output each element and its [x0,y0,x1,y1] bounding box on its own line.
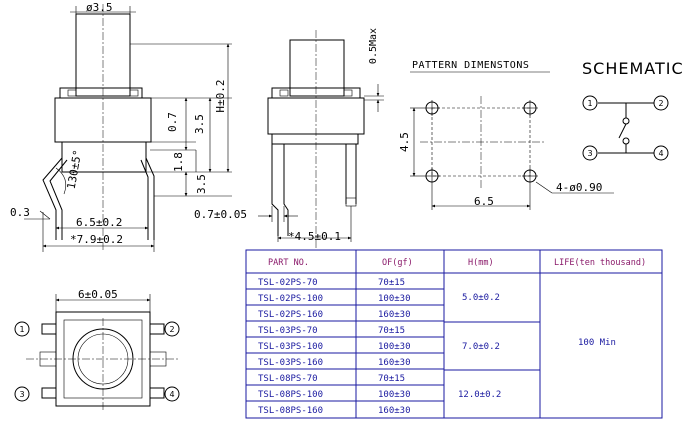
table-row-part: TSL-02PS-100 [258,294,323,304]
schematic-pin-3: 3 [582,145,598,161]
front-height-label: H±0.2 [214,79,227,112]
top-width-label: 6±0.05 [78,288,118,301]
top-pin-4: 4 [164,386,180,402]
table-row-of: 160±30 [378,406,411,416]
table-life: 100 Min [578,338,616,348]
table-row-part: TSL-03PS-160 [258,358,323,368]
table-header-life: LIFE(ten thousand) [554,258,646,268]
svg-text:1: 1 [587,99,592,108]
front-dim-1-8: 1.8 [172,152,185,172]
top-pin-3: 3 [14,386,30,402]
schematic-pin-1: 1 [582,95,598,111]
front-dim-3-5b: 3.5 [195,174,208,194]
table-row-part: TSL-08PS-160 [258,406,323,416]
side-lead-width-label: 0.7±0.05 [194,208,247,221]
front-width-outer: *7.9±0.2 [70,233,123,246]
table-h-group: 12.0±0.2 [458,390,501,400]
front-dim-0-7: 0.7 [166,112,179,132]
table-row-part: TSL-02PS-160 [258,310,323,320]
table-row-of: 100±30 [378,294,411,304]
table-h-group: 5.0±0.2 [462,293,500,303]
pattern-hole-label: 4-ø0.90 [556,181,602,194]
table-row-part: TSL-03PS-100 [258,342,323,352]
svg-text:3: 3 [19,390,24,399]
pattern-hole [522,168,538,184]
schematic-title: SCHEMATIC [582,59,684,78]
svg-text:4: 4 [658,149,663,158]
pattern-dim-4-5: 4.5 [398,132,411,152]
side-left-lead [271,144,279,236]
table-row-of: 70±15 [378,326,405,336]
svg-text:3: 3 [587,149,592,158]
top-pin-2: 2 [164,321,180,337]
front-width-inner: 6.5±0.2 [76,216,122,229]
table-h-group: 7.0±0.2 [462,342,500,352]
front-left-lead [42,157,63,240]
side-view: 0.5Max 0.7±0.05 *4.5±0.1 [194,28,384,250]
svg-text:4: 4 [169,390,174,399]
front-dim-3-5a: 3.5 [193,114,206,134]
pattern-dimensions: PATTERN DIMENSTONS 4.5 6.5 4-ø0.90 [398,60,614,210]
pattern-hole [522,100,538,116]
table-row-of: 70±15 [378,374,405,384]
table-row-of: 70±15 [378,278,405,288]
top-pin-1: 1 [14,321,30,337]
side-actuator [289,39,345,97]
table-row-part: TSL-08PS-100 [258,390,323,400]
schematic-pin-2: 2 [653,95,669,111]
pattern-hole [424,100,440,116]
table-header-part: PART NO. [268,258,309,268]
table-row-of: 160±30 [378,358,411,368]
svg-text:2: 2 [169,325,174,334]
side-lead-pitch-label: *4.5±0.1 [288,230,341,243]
top-view: 6±0.05 1 2 3 4 [14,288,180,412]
table-row-part: TSL-02PS-70 [258,278,318,288]
front-actuator [75,13,131,97]
part-table-frame [245,249,663,419]
table-row-of: 100±30 [378,342,411,352]
svg-text:1: 1 [19,325,24,334]
front-base [61,141,147,173]
pattern-title: PATTERN DIMENSTONS [412,60,529,71]
svg-text:2: 2 [658,99,663,108]
table-header-h: H(mm) [468,258,494,268]
table-row-of: 160±30 [378,310,411,320]
pattern-dim-6-5: 6.5 [474,195,494,208]
schematic-pin-4: 4 [653,145,669,161]
side-max-label: 0.5Max [368,28,379,64]
schematic: SCHEMATIC 1 2 3 4 [582,59,684,161]
pattern-hole [424,168,440,184]
table-row-of: 100±30 [378,390,411,400]
table-header-of: OF(gf) [382,258,413,268]
table-row-part: TSL-08PS-70 [258,374,318,384]
part-table: PART NO. OF(gf) H(mm) LIFE(ten thousand)… [245,249,663,419]
front-lead-thk-label: 0.3 [10,206,30,219]
table-row-part: TSL-03PS-70 [258,326,318,336]
front-top-dia-label: ø3.5 [86,1,113,14]
front-angle-label: 130±5° [65,149,85,190]
